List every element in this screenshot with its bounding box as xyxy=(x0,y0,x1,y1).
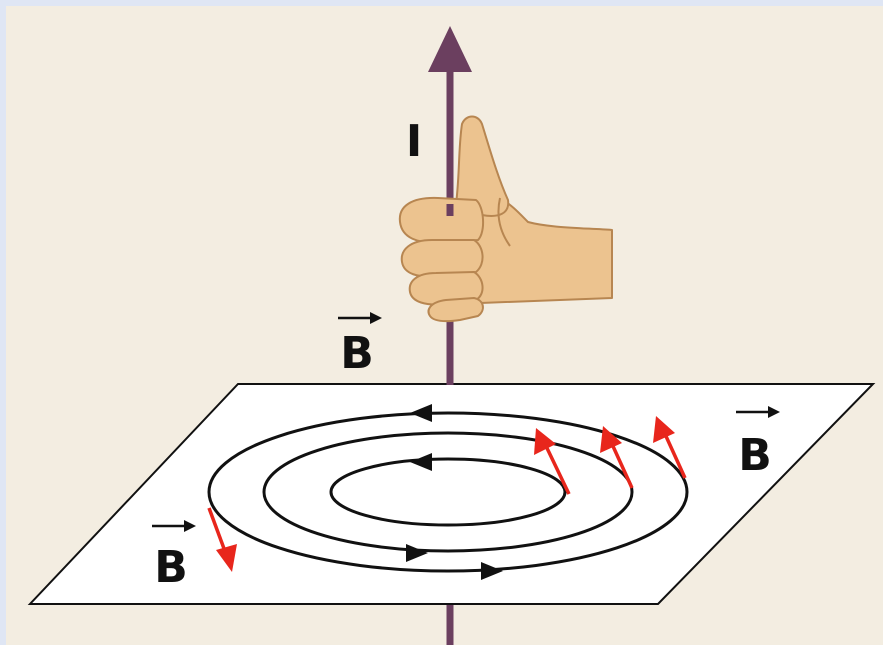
svg-text:B: B xyxy=(738,430,772,481)
svg-text:B: B xyxy=(340,328,374,379)
current-label: I xyxy=(406,116,422,167)
svg-text:B: B xyxy=(154,542,188,593)
